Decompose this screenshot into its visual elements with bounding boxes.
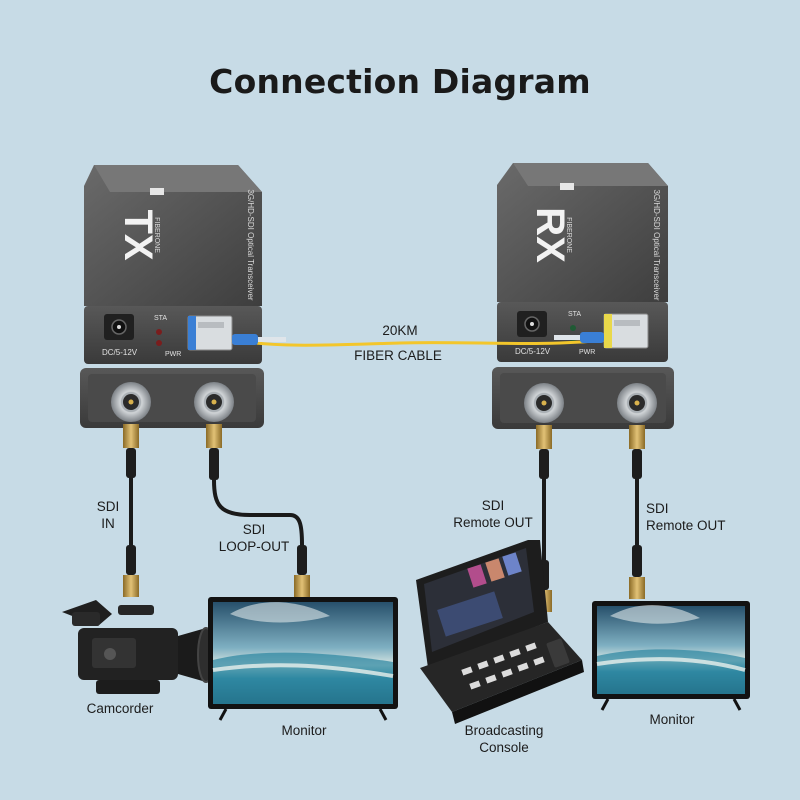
sdi-loop-out-label-line1: SDI [242,522,266,537]
sdi-remote-out-2-line1: SDI [646,501,669,516]
console-label-line1: Broadcasting [464,723,544,738]
sdi-loop-out-label-line2: LOOP-OUT [218,539,290,554]
monitor-right-icon [592,601,750,711]
sdi-remote-out-1-line1: SDI [481,498,505,513]
tx-led-pwr [156,340,162,346]
rx-led-sta [570,325,576,331]
rx-side-text: 3G/HD-SDI Optical Transceiver [652,189,661,300]
monitor-left-label: Monitor [281,723,327,738]
tx-transceiver: 3G/HD-SDI Optical Transceiver TX FIBERON… [80,165,264,428]
rx-power-label: DC/5-12V [515,347,551,356]
fiber-distance-label: 20KM [382,323,418,338]
tx-led-sta-label: STA [154,315,167,322]
sdi-cable-loop-out [206,424,310,597]
tx-bnc-in [111,382,151,422]
sdi-in-label-line1: SDI [96,499,120,514]
sdi-remote-out-label-1: SDI Remote OUT [453,497,533,531]
tx-power-label: DC/5-12V [102,348,138,357]
rx-bnc-out-1 [524,383,564,423]
tx-bnc-loop-out [194,382,234,422]
sdi-in-label: SDI IN [97,498,120,532]
tx-badge: TX [116,209,160,260]
sdi-remote-out-2-line2: Remote OUT [646,518,726,533]
fiber-cable-label: FIBER CABLE [354,348,442,363]
monitor-right-label: Monitor [649,712,695,727]
rx-led-sta-label: STA [568,311,581,318]
console-label: Broadcasting Console [465,722,544,756]
rx-bnc-out-2 [617,383,657,423]
rx-badge: RX [528,207,572,263]
sdi-remote-out-1-line2: Remote OUT [453,515,533,530]
rx-brand: FIBERONE [565,217,572,253]
page-title: Connection Diagram [209,62,591,101]
camcorder-icon [62,600,215,694]
sdi-loop-out-label: SDI LOOP-OUT [219,521,290,555]
fiber-cable [231,332,605,347]
rx-led-pwr-label: PWR [579,349,595,356]
sdi-cable-remote-2 [629,425,645,599]
sdi-remote-out-label-2: SDI Remote OUT [646,500,726,534]
console-label-line2: Console [479,740,529,755]
rx-transceiver: 3G/HD-SDI Optical Transceiver RX FIBERON… [492,163,674,429]
tx-led-pwr-label: PWR [165,351,181,358]
tx-brand: FIBERONE [153,217,160,253]
sdi-cable-in [123,424,139,597]
tx-led-sta [156,329,162,335]
sdi-in-label-line2: IN [101,516,115,531]
monitor-left-icon [208,597,398,721]
tx-side-text: 3G/HD-SDI Optical Transceiver [246,189,255,300]
broadcasting-console-icon [416,540,584,724]
camcorder-label: Camcorder [86,701,154,716]
